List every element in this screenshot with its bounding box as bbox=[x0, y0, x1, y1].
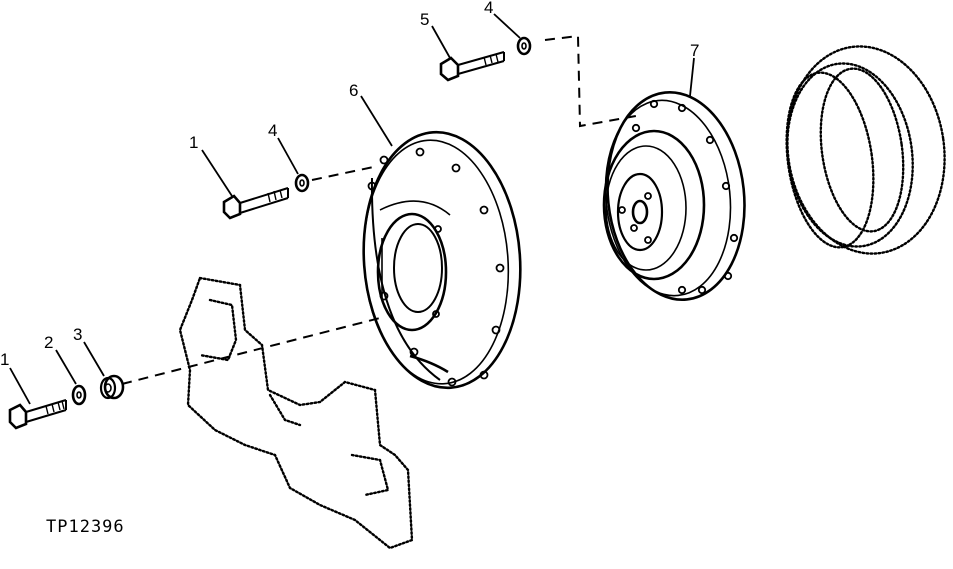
callout-5: 5 bbox=[420, 10, 429, 29]
leader-lines bbox=[9, 13, 695, 405]
callout-1-lower: 1 bbox=[0, 350, 9, 369]
callout-6: 6 bbox=[349, 81, 358, 100]
hub-bolt-holes bbox=[618, 99, 739, 295]
callout-7: 7 bbox=[690, 41, 699, 60]
lower-cap-screw bbox=[8, 399, 67, 430]
damper-hub bbox=[602, 91, 746, 301]
figure-id: TP12396 bbox=[46, 517, 125, 537]
bushing bbox=[99, 374, 125, 400]
callout-3: 3 bbox=[73, 325, 82, 344]
upper-cap-screw bbox=[439, 51, 505, 82]
flywheel-housing-phantom bbox=[178, 276, 414, 550]
callout-4-upper: 4 bbox=[484, 0, 493, 17]
callout-labels: 1 2 3 1 4 5 4 6 7 bbox=[0, 0, 699, 369]
callout-4-middle: 4 bbox=[268, 121, 277, 140]
assembly-lines bbox=[121, 34, 637, 385]
flywheel-plate bbox=[362, 130, 522, 390]
callout-2: 2 bbox=[44, 333, 53, 352]
upper-washer bbox=[516, 36, 532, 56]
middle-washer bbox=[294, 173, 310, 193]
lower-washer bbox=[71, 384, 87, 406]
ring-gear-phantom bbox=[785, 45, 946, 255]
flywheel-bolt-holes bbox=[367, 147, 505, 387]
callout-1-middle: 1 bbox=[189, 133, 198, 152]
middle-cap-screw bbox=[222, 187, 289, 220]
